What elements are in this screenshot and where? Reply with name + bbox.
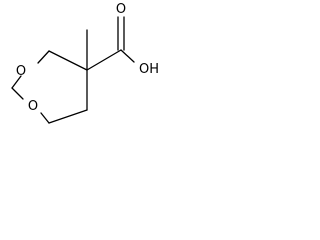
bond-c5-carboxyl-carbon: [86, 49, 122, 71]
bond-o3-c2: [11, 75, 22, 89]
bond-o1-c6: [40, 112, 50, 124]
bond-c5-c4: [48, 50, 88, 71]
hydroxyl-label: OH: [139, 62, 159, 77]
bond-c-oh: [120, 49, 135, 63]
ring-oxygen-bottom-label: O: [28, 99, 38, 114]
chemical-structure: O O O OH: [11, 2, 159, 124]
ring-oxygen-top-label: O: [16, 64, 26, 79]
carbonyl-oxygen-label: O: [116, 2, 126, 17]
bond-c6-c5: [48, 109, 88, 124]
bond-c4-o3: [37, 50, 50, 64]
bond-c2-o1: [11, 87, 24, 100]
